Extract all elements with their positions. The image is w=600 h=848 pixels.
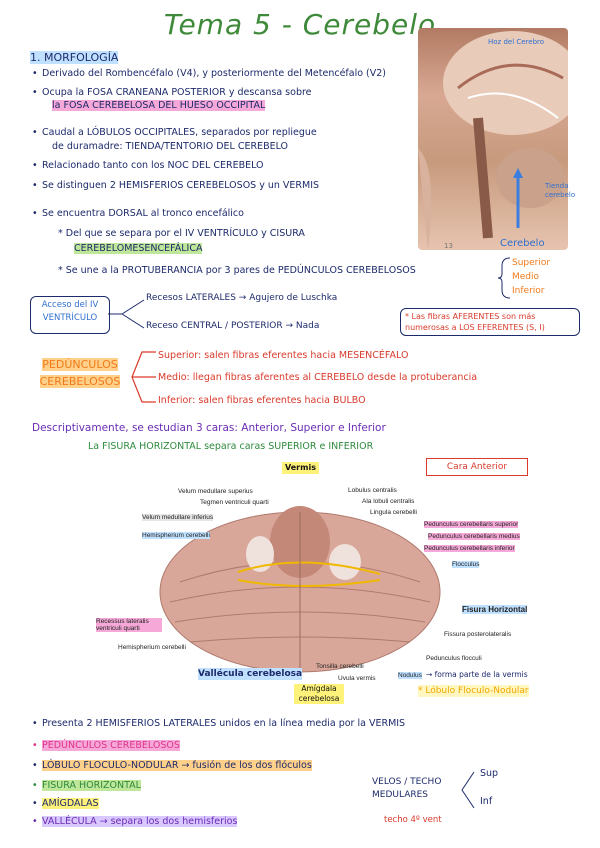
- brace-icon: [131, 351, 156, 403]
- pedunculos-list: Superior Medio Inferior: [512, 258, 551, 296]
- section-heading: 1. MORFOLOGÍA: [30, 51, 119, 64]
- fig-label: Uvula vermis: [338, 675, 376, 682]
- photo-number: 13: [444, 242, 453, 250]
- brace-icon: [498, 257, 511, 299]
- fisura-line: La FISURA HORIZONTAL separa caras SUPERI…: [88, 441, 374, 452]
- bottom-line: •Presenta 2 HEMISFERIOS LATERALES unidos…: [32, 718, 406, 729]
- fig-label: Ala lobuli centralis: [362, 498, 415, 505]
- note-line: •Caudal a LÓBULOS OCCIPITALES, separados…: [32, 127, 317, 138]
- velos-sup: Sup: [480, 768, 499, 779]
- note-line: •Se distinguen 2 HEMISFERIOS CEREBELOSOS…: [32, 180, 320, 191]
- fig-label: Tegmen ventriculi quarti: [200, 499, 269, 506]
- bottom-line: •VALLÉCULA → separa los dos hemisferios: [32, 816, 238, 827]
- fig-label: Pedunculus cerebellaris inferior: [424, 545, 515, 552]
- fibras-note: * Las fibras AFERENTES son más numerosas…: [400, 308, 580, 336]
- techo-note: techo 4º vent: [384, 815, 442, 825]
- lobulo-label: * Lóbulo Floculo-Nodular: [418, 685, 529, 697]
- bottom-line: •AMÍGDALAS: [32, 798, 99, 809]
- velos-inf: Inf: [480, 796, 493, 807]
- fig-label: Tonsilla cerebelli: [316, 663, 364, 670]
- note-line: •Ocupa la FOSA CRANEANA POSTERIOR y desc…: [32, 87, 312, 98]
- ped-superior: Superior: salen fibras eferentes hacia M…: [158, 350, 409, 361]
- vermis-label: Vermis: [282, 462, 319, 474]
- amigdala-label: Amígdala cerebelosa: [294, 684, 344, 704]
- note-line: •Se encuentra DORSAL al tronco encefálic…: [32, 208, 244, 219]
- branch-lines: [108, 299, 145, 329]
- note-line: * Se une a la PROTUBERANCIA por 3 pares …: [58, 265, 416, 276]
- photo-label-hoz: Hoz del Cerebro: [488, 38, 545, 46]
- fig-label: Recessus lateralis ventriculi quarti: [96, 618, 162, 632]
- fig-label: Nodulus: [398, 672, 422, 679]
- fig-label: Velum medullare superius: [178, 488, 253, 495]
- fig-label: Lobulus centralis: [348, 487, 397, 494]
- note-line: •Derivado del Rombencéfalo (V4), y poste…: [32, 68, 387, 79]
- fisura-horizontal-label: Fisura Horizontal: [462, 605, 528, 614]
- note-line: la FOSA CEREBELOSA DEL HUESO OCCIPITAL: [52, 100, 266, 111]
- acceso-lateral: Recesos LATERALES → Agujero de Luschka: [146, 293, 338, 303]
- bottom-line: •FISURA HORIZONTAL: [32, 780, 141, 791]
- fig-label: Pedunculus cerebellaris medius: [428, 533, 520, 540]
- vallecula-label: Vallécula cerebelosa: [198, 668, 303, 680]
- velos-label: VELOS / TECHO MEDULARES: [372, 777, 442, 800]
- fig-label: Lingula cerebelli: [370, 509, 417, 516]
- fig-label: Pedunculus cerebellaris superior: [424, 521, 519, 528]
- photo-label-tienda: Tienda cerebelo: [545, 182, 576, 199]
- fig-label: Flocculus: [452, 561, 480, 568]
- cerebellum-drawing: [159, 506, 441, 673]
- brace-icon: [461, 771, 475, 809]
- fig-label: Velum medullare inferius: [142, 514, 214, 521]
- fig-label: Hemispherium cerebelli: [118, 644, 186, 651]
- cara-anterior-label: Cara Anterior: [426, 458, 528, 476]
- photo-label-cerebelo: Cerebelo: [500, 238, 545, 249]
- fig-label: Fissura posterolateralis: [444, 631, 512, 638]
- pedunculos-label: PEDÚNCULOS CEREBELOSOS: [39, 358, 121, 388]
- ped-inferior: Inferior: salen fibras eferentes hacia B…: [158, 395, 366, 406]
- ped-medio: Medio: llegan fibras aferentes al CEREBE…: [158, 372, 478, 383]
- sagittal-photo: [418, 28, 568, 250]
- note-line: •Relacionado tanto con los NOC DEL CEREB…: [32, 160, 264, 171]
- acceso-central: Receso CENTRAL / POSTERIOR → Nada: [146, 321, 320, 331]
- nodulus-note: → forma parte de la vermis: [426, 670, 528, 679]
- bottom-line: •PEDÚNCULOS CEREBELOSOS: [32, 740, 180, 751]
- note-line: * Del que se separa por el IV VENTRÍCULO…: [58, 228, 305, 239]
- fig-label: Pedunculus flocculi: [426, 655, 482, 662]
- fig-label: Hemispherium cerebelli: [142, 532, 210, 539]
- note-line: de duramadre: TIENDA/TENTORIO DEL CEREBE…: [52, 141, 289, 152]
- descriptiva-line: Descriptivamente, se estudian 3 caras: A…: [32, 422, 386, 434]
- page-title: Tema 5 - Cerebelo: [163, 8, 437, 41]
- acceso-box: Acceso del IV VENTRÍCULO: [30, 296, 110, 334]
- note-line: CEREBELOMESENCEFÁLICA: [74, 243, 203, 254]
- bottom-line: •LÓBULO FLOCULO-NODULAR → fusión de los …: [32, 760, 312, 771]
